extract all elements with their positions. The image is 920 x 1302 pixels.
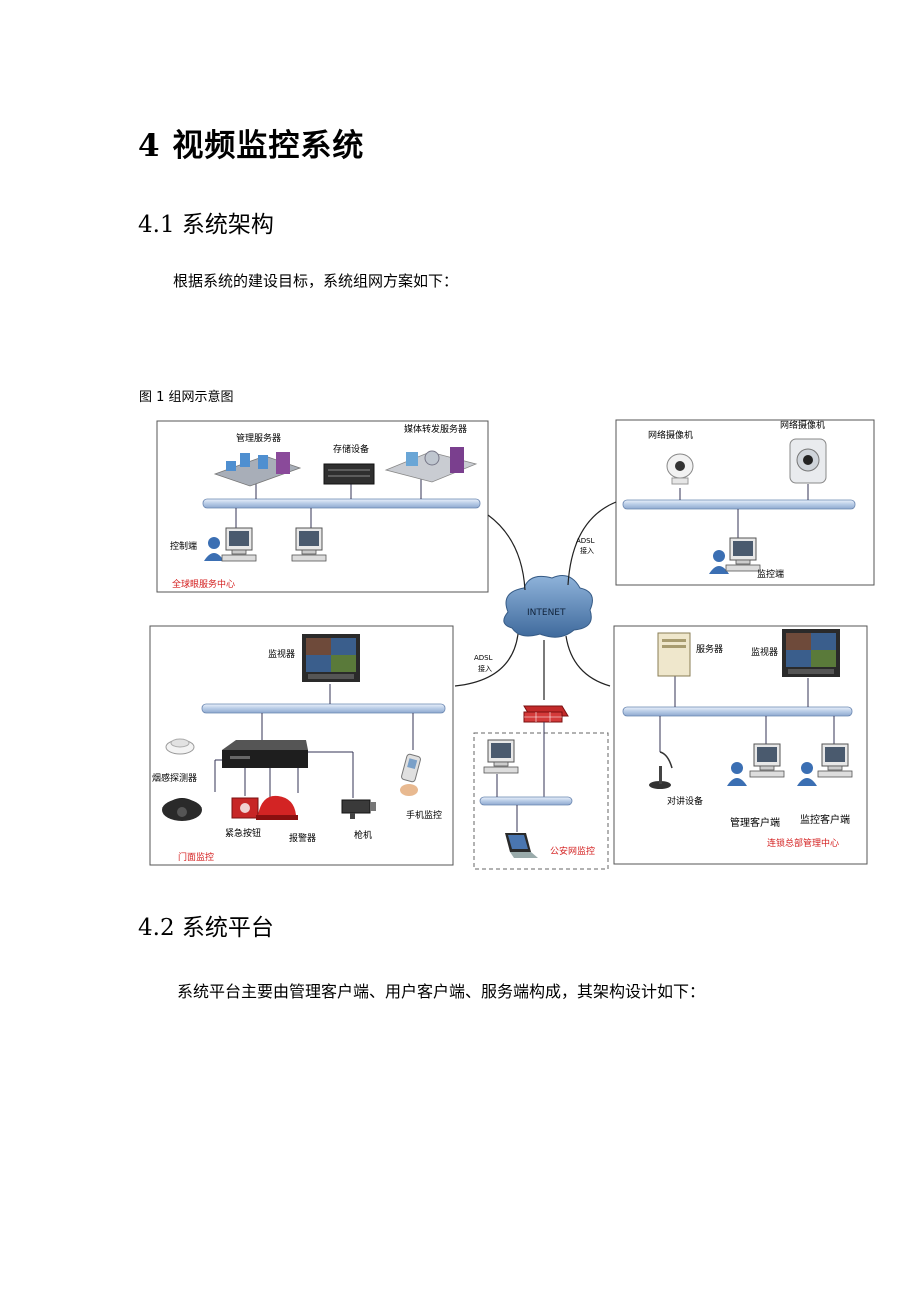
dvr-icon [222, 740, 308, 768]
police-title: 公安网监控 [550, 845, 595, 857]
platform-intro: 系统平台主要由管理客户端、用户客户端、服务端构成，其架构设计如下： [177, 982, 706, 1001]
store-monitor-group: 监视器 烟感探测器 紧急按钮 [149, 625, 454, 866]
dome-camera-icon [162, 798, 202, 821]
panic-button-label: 紧急按钮 [225, 827, 261, 839]
police-pc-icon [483, 739, 519, 774]
storage-device-label: 存储设备 [333, 443, 369, 455]
adsl-mid-label: ADSL [474, 654, 493, 662]
link-remote-site [567, 501, 617, 586]
management-server-label: 管理服务器 [236, 432, 281, 444]
adsl-top-label-2: 接入 [580, 546, 594, 555]
control-pc-icon [221, 527, 257, 562]
panic-button-icon [231, 797, 259, 819]
media-server-icon [384, 447, 478, 483]
workstation-pc-icon [291, 527, 327, 562]
service-center-bus [202, 498, 481, 509]
bullet-camera-label: 枪机 [354, 829, 372, 841]
remote-site-group: 网络摄像机 网络摄像机 监控端 [615, 419, 875, 586]
monitor-end-label: 监控端 [757, 568, 784, 580]
mgmt-client-label: 管理客户端 [730, 816, 780, 829]
adsl-top-label: ADSL [576, 537, 595, 545]
mobile-phone-icon [400, 753, 421, 796]
architecture-intro: 根据系统的建设目标，系统组网方案如下： [173, 272, 459, 290]
hq-server-icon [657, 632, 691, 677]
hq-group: 服务器 监视器 对讲设备 管理客户端 监控客户端 连锁总部管理中心 [613, 625, 868, 865]
police-bus [479, 796, 573, 806]
network-camera-2-label: 网络摄像机 [780, 419, 825, 431]
monitor-end-pc-icon [725, 537, 761, 572]
service-center-title: 全球眼服务中心 [172, 578, 235, 590]
firewall-icon [523, 705, 569, 723]
storage-device-icon [323, 463, 375, 485]
police-frame [473, 732, 609, 870]
service-center-group: 管理服务器 存储设备 媒体转发服务器 控制端 全球眼服务中心 [156, 420, 489, 593]
bullet-camera-icon [341, 799, 376, 819]
chapter-heading: 4 视频监控系统 [138, 128, 365, 164]
smoke-detector-label: 烟感探测器 [152, 772, 197, 784]
media-server-label: 媒体转发服务器 [404, 423, 467, 435]
store-monitor-label: 监视器 [268, 648, 295, 660]
control-label: 控制端 [170, 540, 197, 552]
alarm-siren-label: 报警器 [289, 832, 316, 844]
alarm-siren-icon [256, 795, 298, 820]
figure-caption: 图 1 组网示意图 [139, 390, 234, 405]
link-service-center [487, 514, 526, 591]
hq-monitor-label: 监视器 [751, 646, 778, 658]
internet-cloud: INTENET [503, 575, 593, 638]
network-camera-1-icon [666, 453, 694, 485]
hq-monitor-icon [782, 629, 840, 677]
store-frame [149, 625, 454, 866]
mgmt-client-pc-icon [749, 743, 785, 778]
internet-label: INTENET [527, 608, 566, 618]
control-user-icon [204, 537, 224, 561]
network-camera-2-icon [789, 438, 827, 484]
section-heading-architecture: 4.1 系统架构 [138, 212, 274, 238]
store-bus [201, 703, 446, 714]
hq-frame [613, 625, 868, 865]
network-camera-1-label: 网络摄像机 [648, 429, 693, 441]
intercom-label: 对讲设备 [667, 795, 703, 807]
laptop-icon [505, 833, 538, 858]
police-network-group: 公安网监控 [473, 722, 609, 870]
monitor-client-label: 监控客户端 [800, 813, 850, 826]
remote-site-bus [622, 499, 856, 510]
hq-bus [622, 706, 853, 717]
mobile-monitor-label: 手机监控 [406, 809, 442, 821]
smoke-detector-icon [165, 738, 195, 755]
link-hq [565, 635, 611, 687]
hq-server-label: 服务器 [696, 643, 723, 655]
management-server-icon [213, 452, 302, 487]
adsl-mid-label-2: 接入 [478, 664, 492, 673]
section-heading-platform: 4.2 系统平台 [138, 915, 274, 941]
monitor-client-pc-icon [817, 743, 853, 778]
monitor-client-user-icon [797, 762, 817, 786]
hq-title: 连锁总部管理中心 [767, 837, 839, 849]
intercom-icon [649, 751, 673, 789]
store-title: 门面监控 [178, 851, 214, 863]
store-monitor-icon [302, 634, 360, 682]
link-store [454, 633, 519, 687]
service-center-frame [156, 420, 489, 593]
mgmt-client-user-icon [727, 762, 747, 786]
